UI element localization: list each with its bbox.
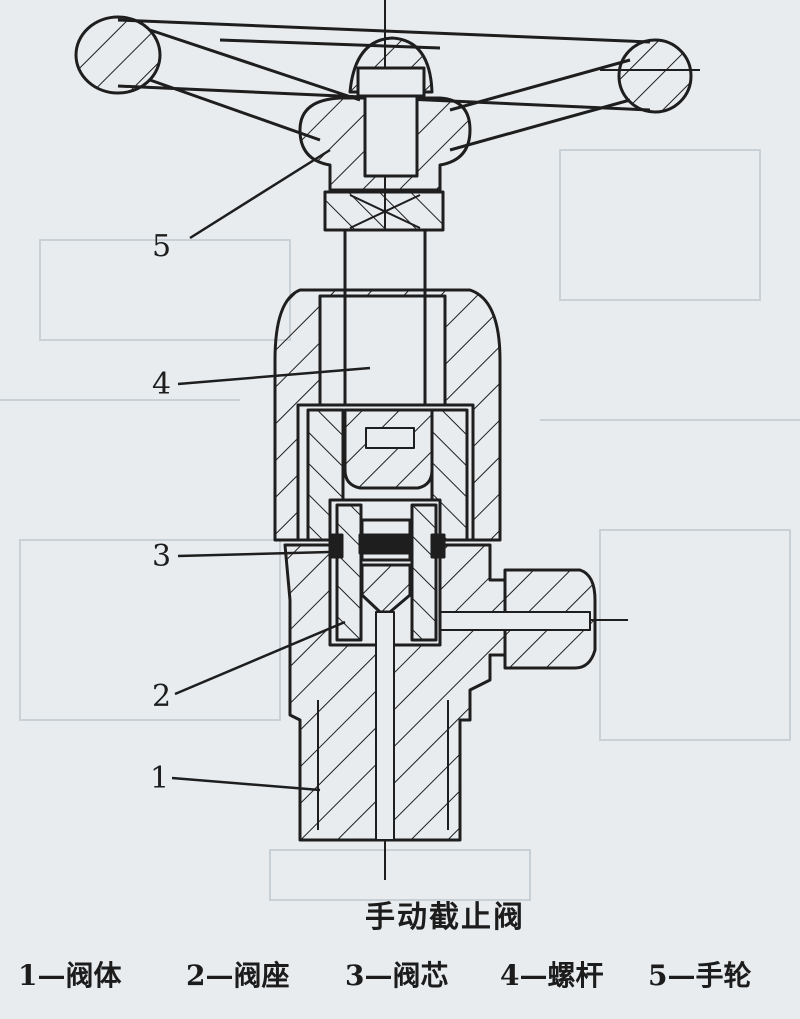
legend-item-4: 4—螺杆: [500, 959, 604, 992]
leader-1: [171, 776, 321, 792]
leader-3: [177, 550, 331, 558]
handwheel-rim-right: [617, 38, 693, 114]
parts-legend: 1—阀体 2—阀座 3—阀芯 4—螺杆 5—手轮: [0, 954, 800, 1004]
callout-1: 1: [150, 761, 169, 796]
callout-numbers: 5 4 3 2 1: [150, 229, 171, 796]
legend-item-2: 2—阀座: [186, 959, 290, 992]
legend-item-5: 5—手轮: [648, 959, 752, 992]
leader-lines: [171, 148, 371, 792]
ghost-background: [0, 149, 800, 901]
callout-3: 3: [152, 539, 171, 574]
callout-2: 2: [152, 679, 171, 714]
handwheel-rim-left: [74, 15, 162, 95]
valve-part-outlines: [74, 0, 700, 880]
legend-item-1: 1—阀体: [18, 959, 122, 992]
callout-4: 4: [152, 367, 171, 402]
leader-2: [174, 620, 346, 696]
leader-4: [177, 366, 371, 386]
seal-ring: [358, 533, 414, 555]
leader-5: [189, 148, 331, 240]
legend-item-3: 3—阀芯: [345, 959, 449, 992]
figure-caption: 手动截止阀: [365, 900, 525, 935]
callout-5: 5: [152, 229, 171, 264]
